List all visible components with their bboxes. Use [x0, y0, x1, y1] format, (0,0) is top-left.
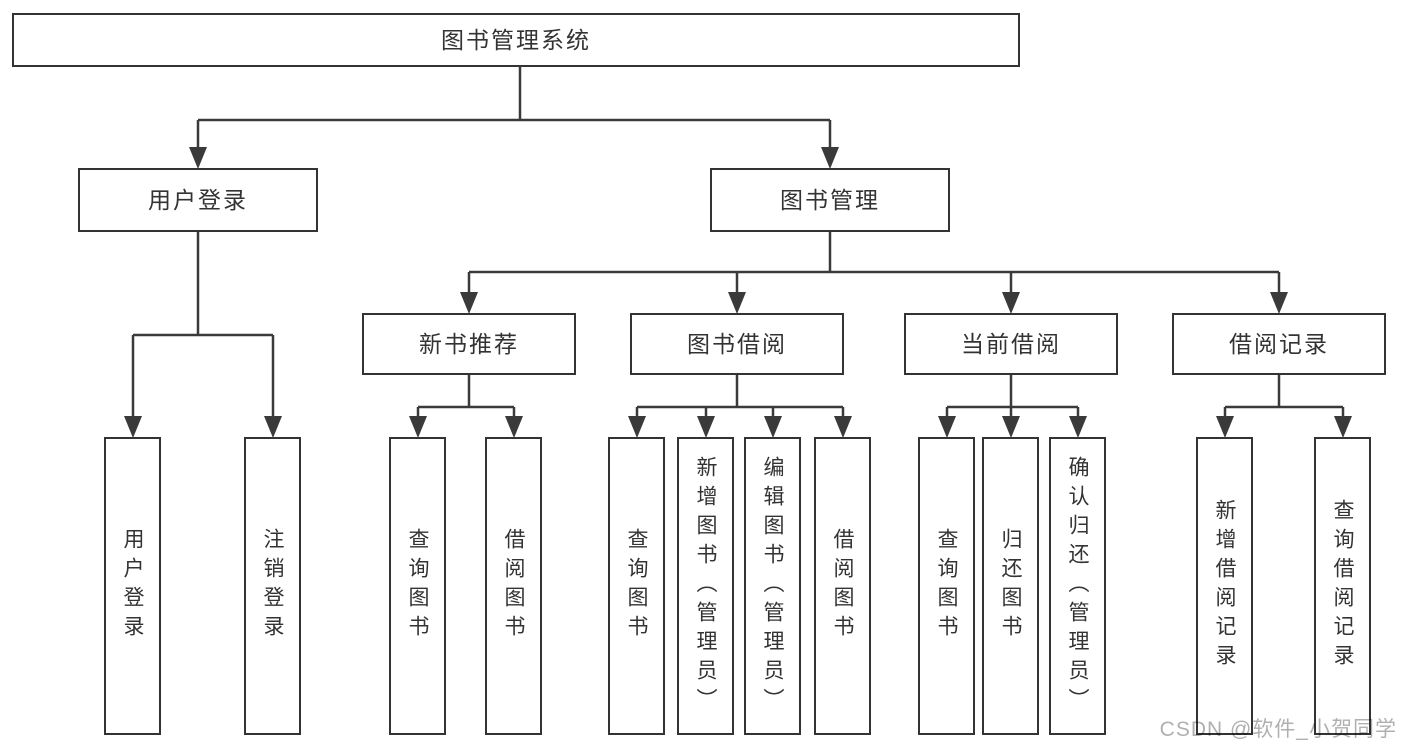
edge-new-book-recommend — [416, 375, 516, 430]
node-library-management-system: 图书管理系统 — [12, 13, 1020, 67]
arrow-down-icon — [264, 416, 282, 438]
edge-user-login — [131, 232, 275, 430]
arrow-down-icon — [728, 292, 746, 314]
tree-edges — [131, 67, 1345, 430]
leaf-borrow-books: 借阅图书 — [814, 437, 871, 735]
edge-book-management — [467, 232, 1281, 306]
node-label: 新书推荐 — [419, 330, 519, 357]
node-label: 用户登录 — [148, 186, 248, 213]
node-label: 图书管理系统 — [441, 26, 591, 53]
node-label: 编辑图书（管理员） — [761, 455, 784, 717]
arrow-down-icon — [189, 147, 207, 169]
arrow-down-icon — [834, 416, 852, 438]
arrow-down-icon — [697, 416, 715, 438]
node-label: 借阅记录 — [1229, 330, 1329, 357]
node-label: 查询图书 — [935, 528, 958, 644]
arrow-down-icon — [628, 416, 646, 438]
leaf-user-login: 用户登录 — [104, 437, 161, 735]
leaf-edit-book-admin: 编辑图书（管理员） — [744, 437, 801, 735]
node-label: 借阅图书 — [831, 528, 854, 644]
edge-borrow-records — [1223, 375, 1345, 430]
leaf-query-borrow-record: 查询借阅记录 — [1314, 437, 1371, 735]
leaf-logout: 注销登录 — [244, 437, 301, 735]
arrow-down-icon — [764, 416, 782, 438]
arrow-down-icon — [938, 416, 956, 438]
node-label: 图书借阅 — [687, 330, 787, 357]
node-new-book-recommend: 新书推荐 — [362, 313, 576, 375]
leaf-query-books-recommend: 查询图书 — [389, 437, 446, 735]
node-user-login: 用户登录 — [78, 168, 318, 232]
arrow-down-icon — [821, 147, 839, 169]
node-label: 新增图书（管理员） — [694, 455, 717, 717]
node-current-borrow: 当前借阅 — [904, 313, 1118, 375]
node-label: 新增借阅记录 — [1213, 499, 1236, 673]
node-label: 注销登录 — [261, 528, 284, 644]
node-book-management: 图书管理 — [710, 168, 950, 232]
node-label: 查询图书 — [625, 528, 648, 644]
edge-root — [196, 67, 832, 160]
leaf-query-books-current: 查询图书 — [918, 437, 975, 735]
arrow-down-icon — [1002, 416, 1020, 438]
leaf-add-borrow-record: 新增借阅记录 — [1196, 437, 1253, 735]
node-label: 当前借阅 — [961, 330, 1061, 357]
arrow-down-icon — [505, 416, 523, 438]
edge-book-borrow — [635, 375, 845, 430]
node-label: 确认归还（管理员） — [1066, 455, 1089, 717]
leaf-confirm-return-admin: 确认归还（管理员） — [1049, 437, 1106, 735]
arrow-down-icon — [124, 416, 142, 438]
watermark: CSDN @软件_小贺同学 — [1159, 718, 1397, 741]
node-label: 借阅图书 — [502, 528, 525, 644]
leaf-borrow-books-recommend: 借阅图书 — [485, 437, 542, 735]
arrow-down-icon — [1002, 292, 1020, 314]
node-borrow-records: 借阅记录 — [1172, 313, 1386, 375]
leaf-return-book: 归还图书 — [982, 437, 1039, 735]
arrow-down-icon — [409, 416, 427, 438]
arrow-down-icon — [1216, 416, 1234, 438]
arrow-down-icon — [460, 292, 478, 314]
leaf-add-book-admin: 新增图书（管理员） — [677, 437, 734, 735]
node-label: 查询借阅记录 — [1331, 499, 1354, 673]
node-label: 用户登录 — [121, 528, 144, 644]
arrow-down-icon — [1270, 292, 1288, 314]
arrow-down-icon — [1069, 416, 1087, 438]
node-label: 归还图书 — [999, 528, 1022, 644]
node-label: 图书管理 — [780, 186, 880, 213]
node-label: 查询图书 — [406, 528, 429, 644]
arrow-down-icon — [1334, 416, 1352, 438]
arrow-heads — [124, 147, 1352, 438]
node-book-borrow: 图书借阅 — [630, 313, 844, 375]
leaf-query-books-borrow: 查询图书 — [608, 437, 665, 735]
